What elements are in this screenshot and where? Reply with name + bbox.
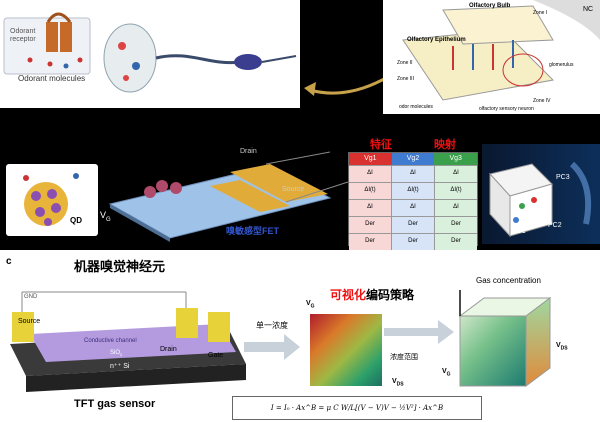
pca-axis-2: PC2 xyxy=(548,222,562,229)
feature-title: 特征 xyxy=(370,139,392,151)
si-label: n⁺⁺ Si xyxy=(110,363,130,370)
vg-label: VG xyxy=(100,210,111,223)
table-row: ΔI(t)ΔI(t)ΔI(t) xyxy=(349,182,477,199)
gas-cube xyxy=(458,290,552,387)
range-arrow xyxy=(384,320,454,344)
table-cell: ΔI xyxy=(391,166,434,182)
single-conc-arrow xyxy=(244,334,300,360)
bulb-label: Olfactory Bulb xyxy=(469,3,511,9)
sio2-label: SiO2 xyxy=(110,350,123,358)
vg-text: V xyxy=(100,210,107,220)
table-cell: ΔI(t) xyxy=(434,183,477,199)
drain-label: Drain xyxy=(240,148,257,155)
channel-label: Conductive channel xyxy=(84,338,137,344)
table-cell: Der xyxy=(391,217,434,233)
single-conc-label: 单一浓度 xyxy=(256,321,288,330)
heatmap-vg-text: V xyxy=(306,300,311,307)
osn-label: olfactory sensory neuron xyxy=(479,106,534,112)
qd-particle xyxy=(23,173,79,226)
table-cell: ΔI xyxy=(434,166,477,182)
strategy-red: 可视化 xyxy=(330,288,367,302)
table-cell: Der xyxy=(391,234,434,250)
gnd-label: GND xyxy=(24,294,38,300)
cube-vg-text: V xyxy=(442,368,447,375)
pca-panel: PC1 PC2 PC3 xyxy=(482,144,600,244)
mapping-title: 映射 xyxy=(434,139,456,151)
zone-label-1: Zone I xyxy=(533,10,548,16)
col-head-3: Vg3 xyxy=(434,153,478,165)
table-cell: ΔI xyxy=(434,200,477,216)
col-head-1: Vg1 xyxy=(349,153,392,165)
tft-source-label: Source xyxy=(18,318,41,325)
vg-sub: G xyxy=(106,216,111,223)
pca-axis-1: PC1 xyxy=(512,228,526,235)
fet-caption: 嗅敏感型FET xyxy=(226,226,279,236)
heatmap-vg-axis: VG xyxy=(306,300,315,310)
table-cell: Der xyxy=(349,234,391,250)
bottom-panel: c 机器嗅觉神经元 GND Source Conductive channel … xyxy=(0,250,600,422)
zone-label-3: Zone III xyxy=(397,76,414,82)
heatmap-vds-axis: VDS xyxy=(392,378,404,388)
olfactory-diagram xyxy=(402,0,600,101)
pca-cube xyxy=(489,161,592,238)
table-cell: ΔI(t) xyxy=(349,183,391,199)
table-cell: Der xyxy=(434,234,477,250)
sio2-text: SiO xyxy=(110,350,121,356)
table-cell: Der xyxy=(434,217,477,233)
table-cell: ΔI xyxy=(391,200,434,216)
cube-vg-axis: VG xyxy=(442,368,451,378)
conc-range-label: 浓度范围 xyxy=(390,354,418,361)
tft-gate-label: Gate xyxy=(208,352,224,359)
neuron-title: 机器嗅觉神经元 xyxy=(74,259,166,274)
odor-label: odor molecules xyxy=(399,104,433,110)
table-cell: Der xyxy=(349,217,391,233)
neuron-illustration xyxy=(3,12,297,93)
mid-panel: QD Drain Source VG 嗅敏感型FET 特征 映射 Vg1 Vg2… xyxy=(0,134,600,250)
fet-device xyxy=(108,151,349,242)
encoding-heatmap xyxy=(310,314,382,386)
panel-letter: c xyxy=(6,256,12,267)
nc-label: NC xyxy=(583,6,594,13)
tft-caption: TFT gas sensor xyxy=(74,398,156,410)
tft-device xyxy=(10,291,246,392)
pca-axis-3: PC3 xyxy=(556,174,570,181)
epithelium-label: Olfactory Epithelium xyxy=(407,37,466,43)
qd-label: QD xyxy=(70,216,82,225)
top-left-panel: Odorant receptor Odorant molecules xyxy=(0,0,300,108)
zone-label-4: Zone IV xyxy=(533,98,551,104)
strategy-black: 编码策略 xyxy=(366,288,415,302)
receptor-label: Odorant receptor xyxy=(10,28,36,43)
col-head-2: Vg2 xyxy=(391,153,435,165)
source-label: Source xyxy=(282,186,305,193)
table-header: Vg1 Vg2 Vg3 xyxy=(349,153,478,165)
strategy-title: 可视化编码策略 xyxy=(330,286,414,303)
gas-conc-label: Gas concentration xyxy=(476,276,541,285)
zone-label-2: Zone II xyxy=(397,60,413,66)
olfactory-panel: Olfactory Bulb NC Olfactory Epithelium g… xyxy=(383,0,600,114)
molecules-label: Odorant molecules xyxy=(18,74,86,83)
table-cell: ΔI(t) xyxy=(391,183,434,199)
cube-vds-axis: VDS xyxy=(556,342,568,352)
tft-drain-label: Drain xyxy=(160,346,177,353)
formula-text: I = I₀ · Ax^B = μ C W/L[(V − V)V − ½V²] … xyxy=(270,404,444,412)
table-cell: ΔI xyxy=(349,166,391,182)
return-arrow xyxy=(304,76,387,96)
glomerulus-label: glomerulus xyxy=(549,62,574,68)
heatmap-vds-text: V xyxy=(392,378,397,385)
qd-inset: QD xyxy=(6,164,98,236)
cube-vds-text: V xyxy=(556,342,561,349)
table-cell: ΔI xyxy=(349,200,391,216)
formula-box: I = I₀ · Ax^B = μ C W/L[(V − V)V − ½V²] … xyxy=(232,396,482,420)
